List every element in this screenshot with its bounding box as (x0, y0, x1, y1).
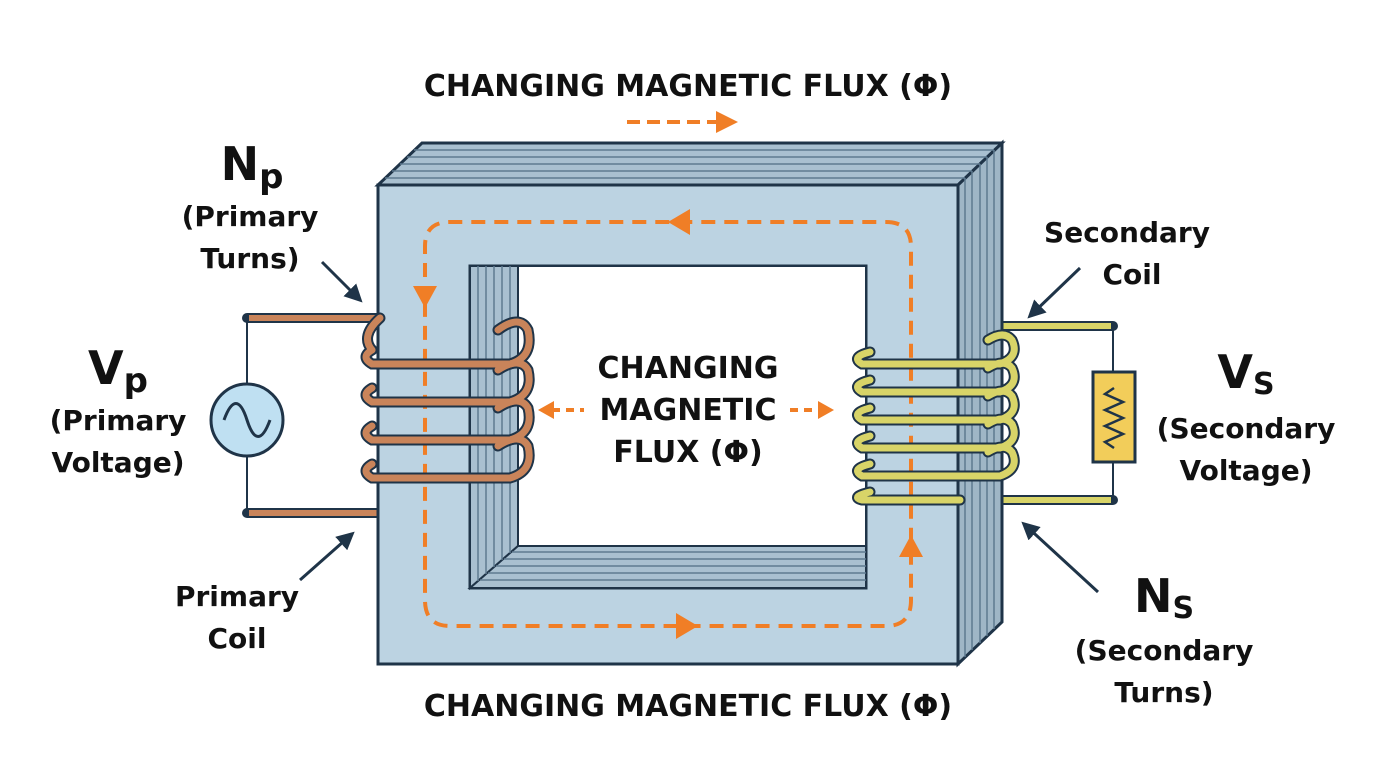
primary-coil-line1: Primary (175, 580, 299, 613)
vs-desc-line2: Voltage) (1179, 454, 1312, 487)
svg-text:Vp: Vp (88, 341, 148, 401)
flux-center-line2: MAGNETIC (600, 393, 777, 428)
svg-text:VS: VS (1217, 345, 1274, 402)
vs-label: VS (Secondary Voltage) (1157, 345, 1336, 487)
primary-circuit (209, 313, 475, 518)
pointer-np (320, 260, 363, 303)
flux-arrow-center-left (538, 401, 584, 419)
ac-source-icon (209, 382, 285, 458)
vp-desc-line2: Voltage) (51, 446, 184, 479)
np-symbol-sub: p (259, 157, 283, 197)
pointer-primary-coil (299, 531, 355, 582)
vs-symbol-sub: S (1253, 367, 1275, 402)
ns-symbol-main: N (1134, 569, 1173, 623)
flux-label-top: CHANGING MAGNETIC FLUX (Φ) (424, 69, 952, 104)
flux-arrow-right-up (899, 535, 923, 557)
pointer-secondary-coil (1027, 266, 1082, 319)
vp-symbol-sub: p (124, 361, 148, 401)
transformer-core (374, 139, 1006, 668)
primary-coil (360, 312, 535, 484)
flux-arrow-bottom-right (676, 613, 698, 639)
flux-center-line1: CHANGING (598, 351, 779, 386)
flux-arrow-left-down (413, 286, 437, 308)
secondary-coil-label: Secondary Coil (1044, 216, 1210, 291)
np-symbol-main: N (221, 137, 260, 191)
primary-coil-line2: Coil (208, 622, 267, 655)
primary-coil-label: Primary Coil (175, 580, 299, 655)
vp-symbol-main: V (88, 341, 124, 395)
secondary-circuit (955, 321, 1137, 505)
vs-desc-line1: (Secondary (1157, 412, 1336, 445)
ns-symbol-sub: S (1172, 591, 1194, 626)
pointer-ns (1021, 521, 1100, 594)
vp-desc-line1: (Primary (50, 404, 187, 437)
flux-center-line3: FLUX (Φ) (613, 435, 762, 470)
secondary-coil-line2: Coil (1103, 258, 1162, 291)
np-desc-line1: (Primary (182, 200, 319, 233)
vs-symbol-main: V (1217, 345, 1253, 399)
vp-label: Vp (Primary Voltage) (50, 341, 187, 479)
ns-desc-line1: (Secondary (1075, 634, 1254, 667)
flux-arrow-top-label (627, 111, 738, 133)
secondary-coil (852, 329, 1020, 506)
flux-arrow-center-right (790, 401, 834, 419)
ns-desc-line2: Turns) (1114, 676, 1213, 709)
svg-text:NS: NS (1134, 569, 1194, 626)
np-desc-line2: Turns) (200, 242, 299, 275)
secondary-coil-line1: Secondary (1044, 216, 1210, 249)
flux-label-center: CHANGING MAGNETIC FLUX (Φ) (598, 351, 779, 470)
core-window (517, 265, 867, 547)
svg-text:Np: Np (221, 137, 284, 197)
flux-label-bottom: CHANGING MAGNETIC FLUX (Φ) (424, 689, 952, 724)
core-laminations-top (385, 149, 994, 179)
flux-arrow-top-left (668, 209, 690, 235)
window-laminations (477, 266, 866, 581)
ns-label: NS (Secondary Turns) (1075, 569, 1254, 709)
np-label: Np (Primary Turns) (182, 137, 319, 275)
resistor-icon (1091, 370, 1137, 464)
